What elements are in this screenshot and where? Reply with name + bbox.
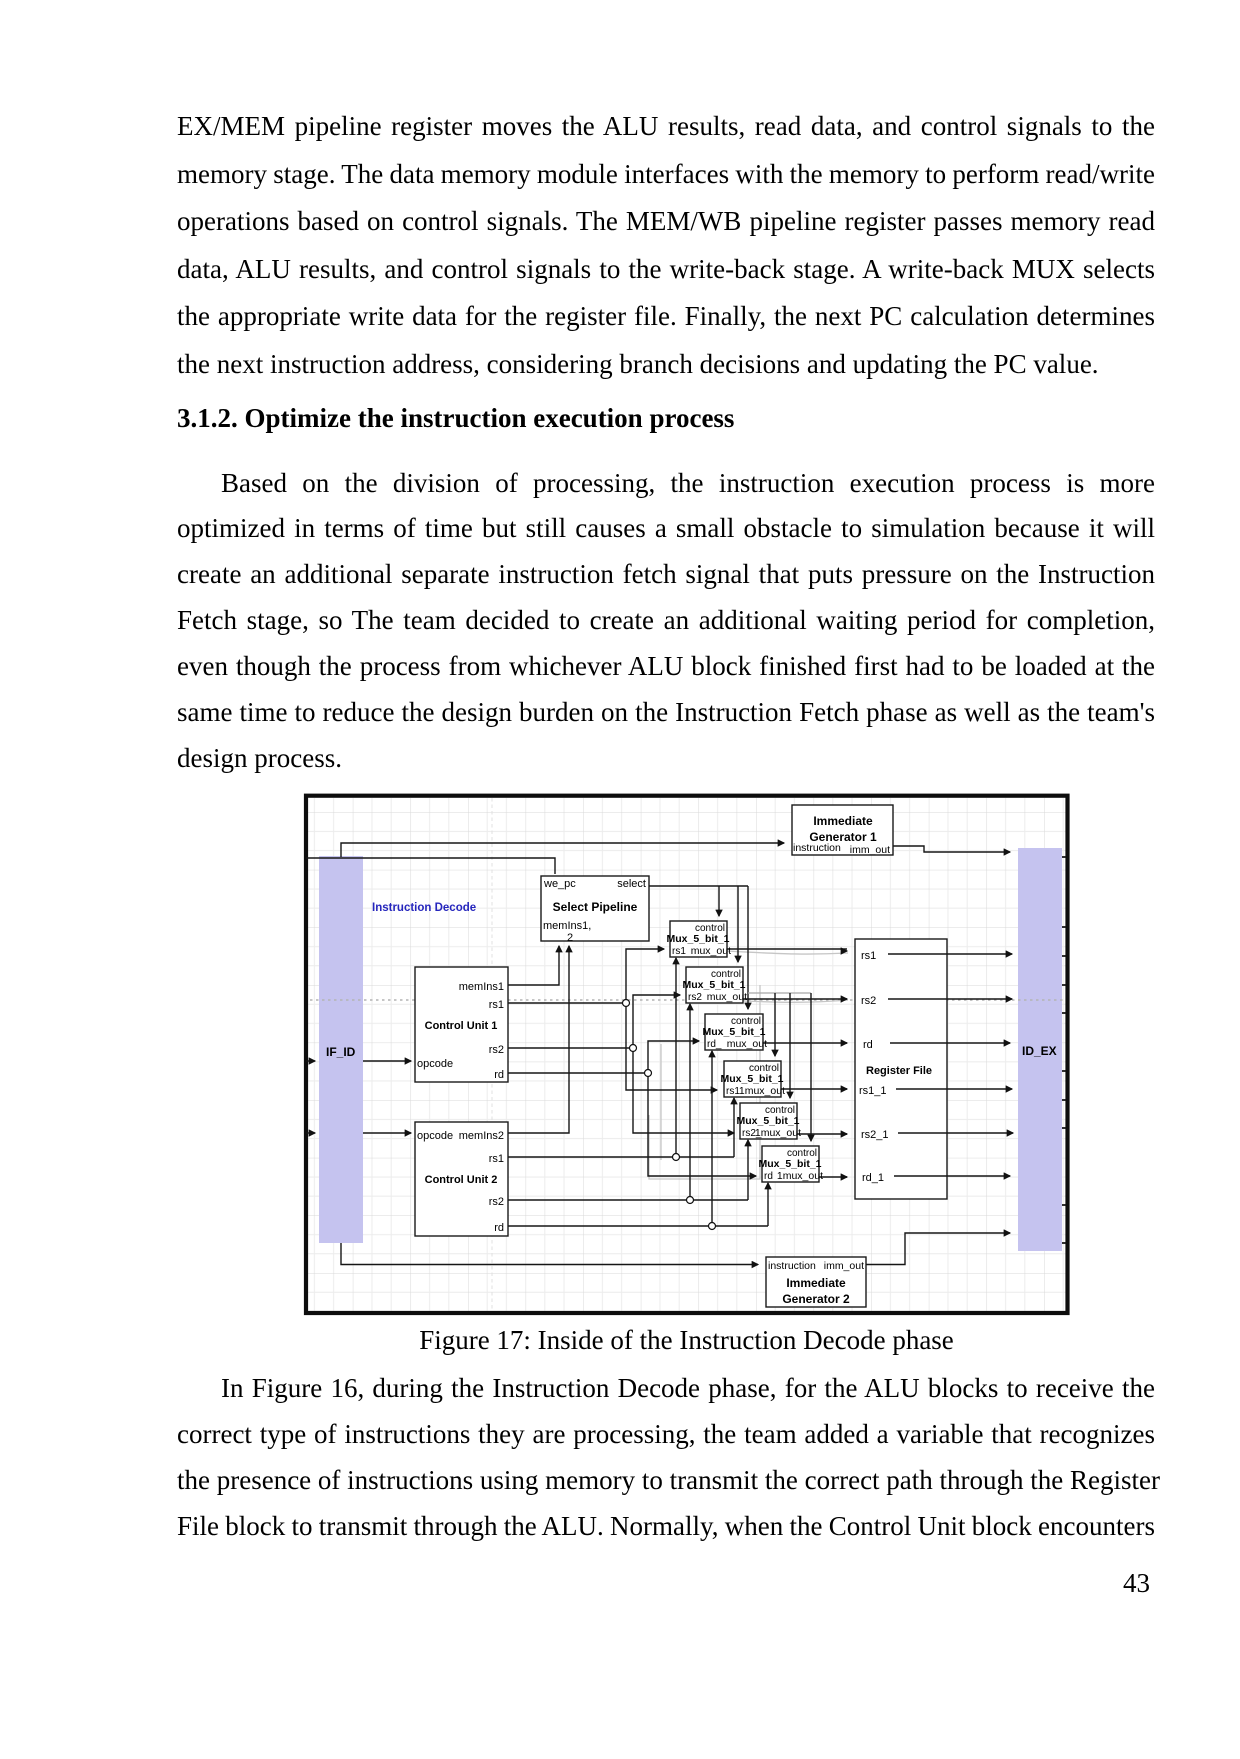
svg-text:rs2: rs2 [688,992,702,1003]
svg-text:rs2: rs2 [489,1196,504,1208]
svg-text:we_pc: we_pc [543,878,576,890]
svg-text:instruction: instruction [793,842,841,854]
svg-text:rs1_1: rs1_1 [859,1085,887,1097]
svg-text:rs2: rs2 [861,995,876,1007]
svg-text:rd: rd [494,1069,504,1081]
svg-text:rs1: rs1 [861,950,876,962]
svg-text:Control Unit 2: Control Unit 2 [425,1174,498,1186]
svg-text:mux_out: mux_out [691,945,731,957]
svg-text:rs2: rs2 [489,1044,504,1056]
svg-text:mux_out: mux_out [707,991,747,1003]
svg-text:control: control [711,969,741,980]
svg-text:memIns1: memIns1 [459,981,504,993]
svg-text:rd: rd [863,1039,873,1051]
svg-text:instruction: instruction [768,1260,816,1272]
svg-text:Mux_5_bit_1: Mux_5_bit_1 [720,1073,783,1085]
svg-text:control: control [695,923,725,934]
svg-text:imm_out: imm_out [824,1260,864,1272]
svg-text:1mux_out: 1mux_out [755,1127,801,1139]
svg-text:rs1: rs1 [489,999,504,1011]
svg-text:rs2_: rs2_ [742,1128,762,1139]
svg-text:rs1: rs1 [672,946,686,957]
svg-text:1mux_out: 1mux_out [739,1085,785,1097]
svg-text:Mux_5_bit_1: Mux_5_bit_1 [682,979,745,991]
svg-text:memIns1,: memIns1, [543,920,591,932]
svg-text:rs2_1: rs2_1 [861,1129,889,1141]
svg-text:Immediate: Immediate [813,814,873,828]
svg-text:control: control [731,1016,761,1027]
svg-text:Mux_5_bit_1: Mux_5_bit_1 [736,1115,799,1127]
svg-text:rd: rd [494,1222,504,1234]
svg-text:1mux_out: 1mux_out [777,1170,823,1182]
svg-text:Select Pipeline: Select Pipeline [553,900,638,914]
svg-text:Immediate: Immediate [786,1276,846,1290]
svg-text:opcode: opcode [417,1130,453,1142]
svg-text:Register File: Register File [866,1065,932,1077]
svg-text:rd: rd [764,1171,773,1182]
svg-text:opcode: opcode [417,1058,453,1070]
svg-text:control: control [787,1148,817,1159]
svg-text:mux_out: mux_out [727,1038,767,1050]
svg-text:rd_1: rd_1 [862,1172,884,1184]
svg-text:Mux_5_bit_1: Mux_5_bit_1 [702,1026,765,1038]
svg-text:rs1: rs1 [726,1086,740,1097]
svg-text:Generator 2: Generator 2 [782,1292,850,1306]
svg-text:Control Unit 1: Control Unit 1 [425,1020,498,1032]
svg-text:2: 2 [567,932,573,944]
svg-text:control: control [749,1063,779,1074]
svg-text:imm_out: imm_out [850,844,890,856]
svg-text:Instruction Decode: Instruction Decode [372,902,476,914]
svg-text:rd_: rd_ [707,1039,722,1050]
svg-text:memIns2: memIns2 [459,1130,504,1142]
svg-text:IF_ID: IF_ID [326,1045,356,1059]
svg-text:Mux_5_bit_1: Mux_5_bit_1 [666,933,729,945]
svg-text:Generator 1: Generator 1 [809,830,877,844]
svg-text:select: select [617,878,646,890]
svg-text:control: control [765,1105,795,1116]
svg-text:ID_EX: ID_EX [1022,1044,1057,1058]
svg-text:rs1: rs1 [489,1153,504,1165]
svg-text:Mux_5_bit_1: Mux_5_bit_1 [758,1158,821,1170]
